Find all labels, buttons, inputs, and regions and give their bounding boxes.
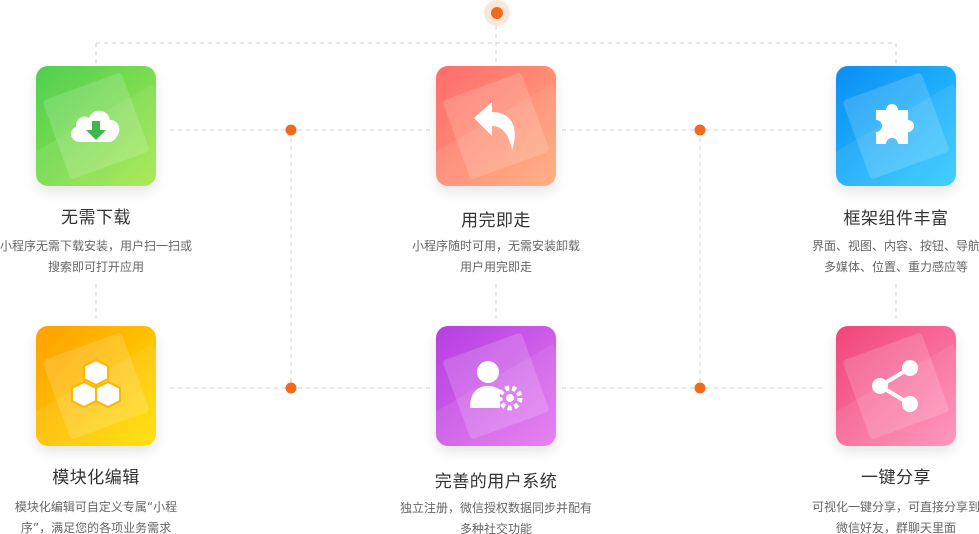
connector-dot	[285, 382, 297, 394]
feature-description: 界面、视图、内容、按钮、导航多媒体、位置、重力感应等	[811, 239, 979, 274]
feature-tile-use-and-go	[436, 66, 556, 186]
feature-title: 一键分享	[861, 468, 931, 488]
feature-title: 框架组件丰富	[843, 209, 949, 229]
connector-dot	[694, 382, 706, 394]
feature-tile-rich-components	[836, 66, 956, 186]
puzzle-icon	[876, 104, 914, 144]
feature-description: 模块化编辑可自定义专属“小程序”，满足您的各项业务需求	[14, 500, 178, 534]
feature-title: 模块化编辑	[52, 468, 140, 488]
feature-tile-modular-editing	[36, 326, 156, 446]
feature-tile-user-system	[436, 326, 556, 446]
feature-tile-no-download	[36, 66, 156, 186]
feature-description: 小程序随时可用，无需安装卸载用户用完即走	[411, 239, 580, 274]
feature-description: 可视化一键分享，可直接分享到微信好友，群聊天里面	[811, 500, 979, 534]
feature-title: 无需下载	[61, 208, 131, 228]
cubes-icon	[71, 359, 121, 408]
share-icon	[872, 360, 918, 412]
feature-tile-one-click-share	[836, 326, 956, 446]
feature-description: 小程序无需下载安装，用户扫一扫或搜索即可打开应用	[0, 239, 192, 274]
connector-dot	[694, 124, 706, 136]
feature-description: 独立注册，微信授权数据同步并配有多种社交功能	[399, 501, 592, 534]
feature-title: 完善的用户系统	[434, 472, 558, 492]
cloud-download-icon	[71, 110, 120, 142]
user-settings-icon	[470, 361, 523, 411]
return-arrow-icon	[474, 102, 515, 150]
top-connector-dot	[484, 0, 510, 26]
connector-dot	[285, 124, 297, 136]
feature-title: 用完即走	[461, 211, 531, 231]
